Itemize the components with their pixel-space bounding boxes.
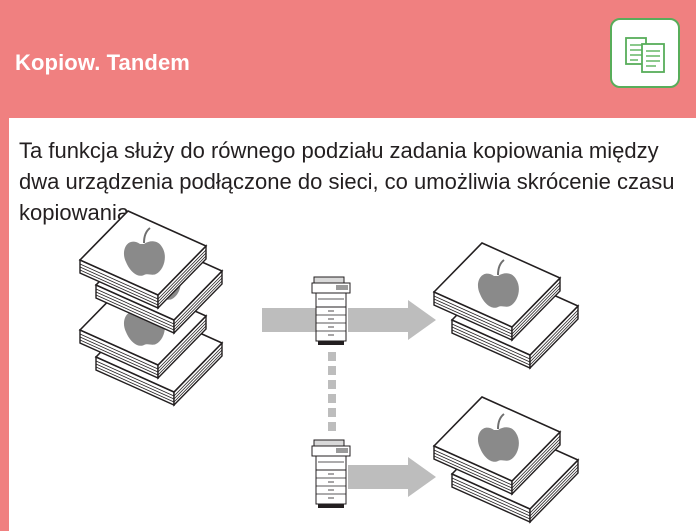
header-banner: Kopiow. Tandem: [0, 0, 696, 118]
copier-icon-1: [311, 276, 351, 346]
dotted-connection-line: [328, 352, 336, 431]
description-text: Ta funkcja służy do równego podziału zad…: [19, 138, 675, 225]
left-accent-bar: [0, 118, 9, 531]
arrow-right-icon-2: [348, 457, 436, 497]
arrow-right-icon-1: [348, 300, 436, 340]
input-arrow-icon: [262, 308, 316, 332]
page-title: Kopiow. Tandem: [15, 50, 190, 75]
copier-icon-2: [311, 439, 351, 509]
tandem-copy-icon: [610, 18, 680, 88]
